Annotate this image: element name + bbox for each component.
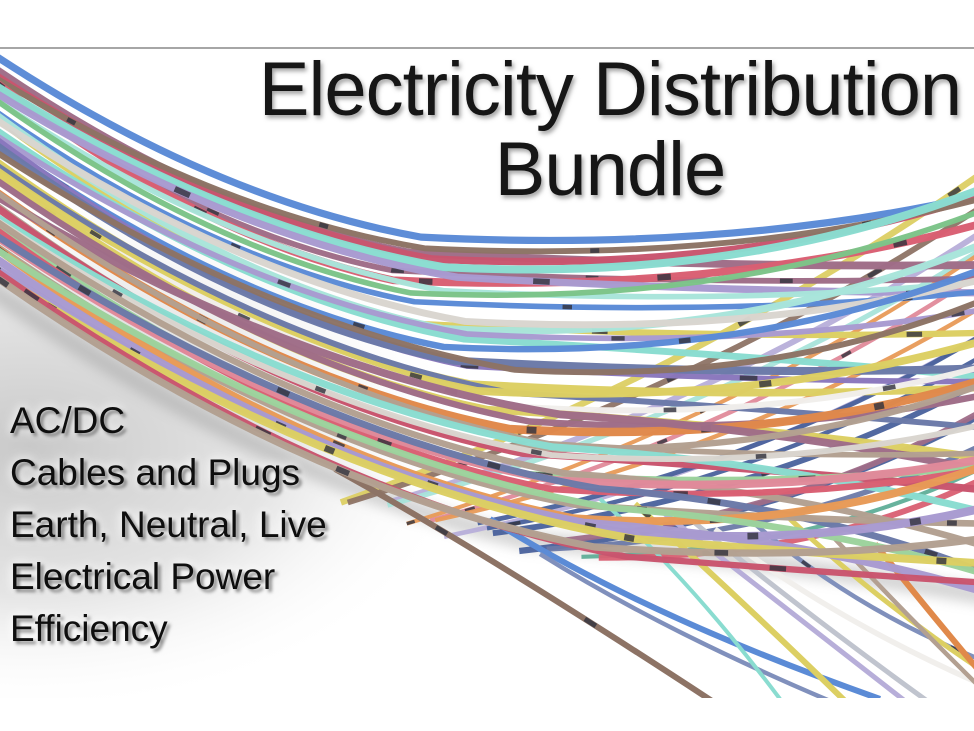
title-line-2: Bundle xyxy=(494,127,727,212)
title-line-1: Electricity Distribution xyxy=(258,47,962,132)
wire-bundle-photo xyxy=(0,49,974,698)
topic-item: Electrical Power xyxy=(10,556,276,597)
topic-item: Efficiency xyxy=(10,608,168,649)
wire-bundle-image xyxy=(0,54,974,698)
topic-item: AC/DC xyxy=(10,400,126,441)
topic-item: Cables and Plugs xyxy=(10,452,301,493)
topics-list: AC/DC Cables and Plugs Earth, Neutral, L… xyxy=(10,395,327,655)
slide-title: Electricity Distribution Bundle xyxy=(245,50,974,210)
topic-item: Earth, Neutral, Live xyxy=(10,504,327,545)
top-divider-line xyxy=(0,47,974,49)
